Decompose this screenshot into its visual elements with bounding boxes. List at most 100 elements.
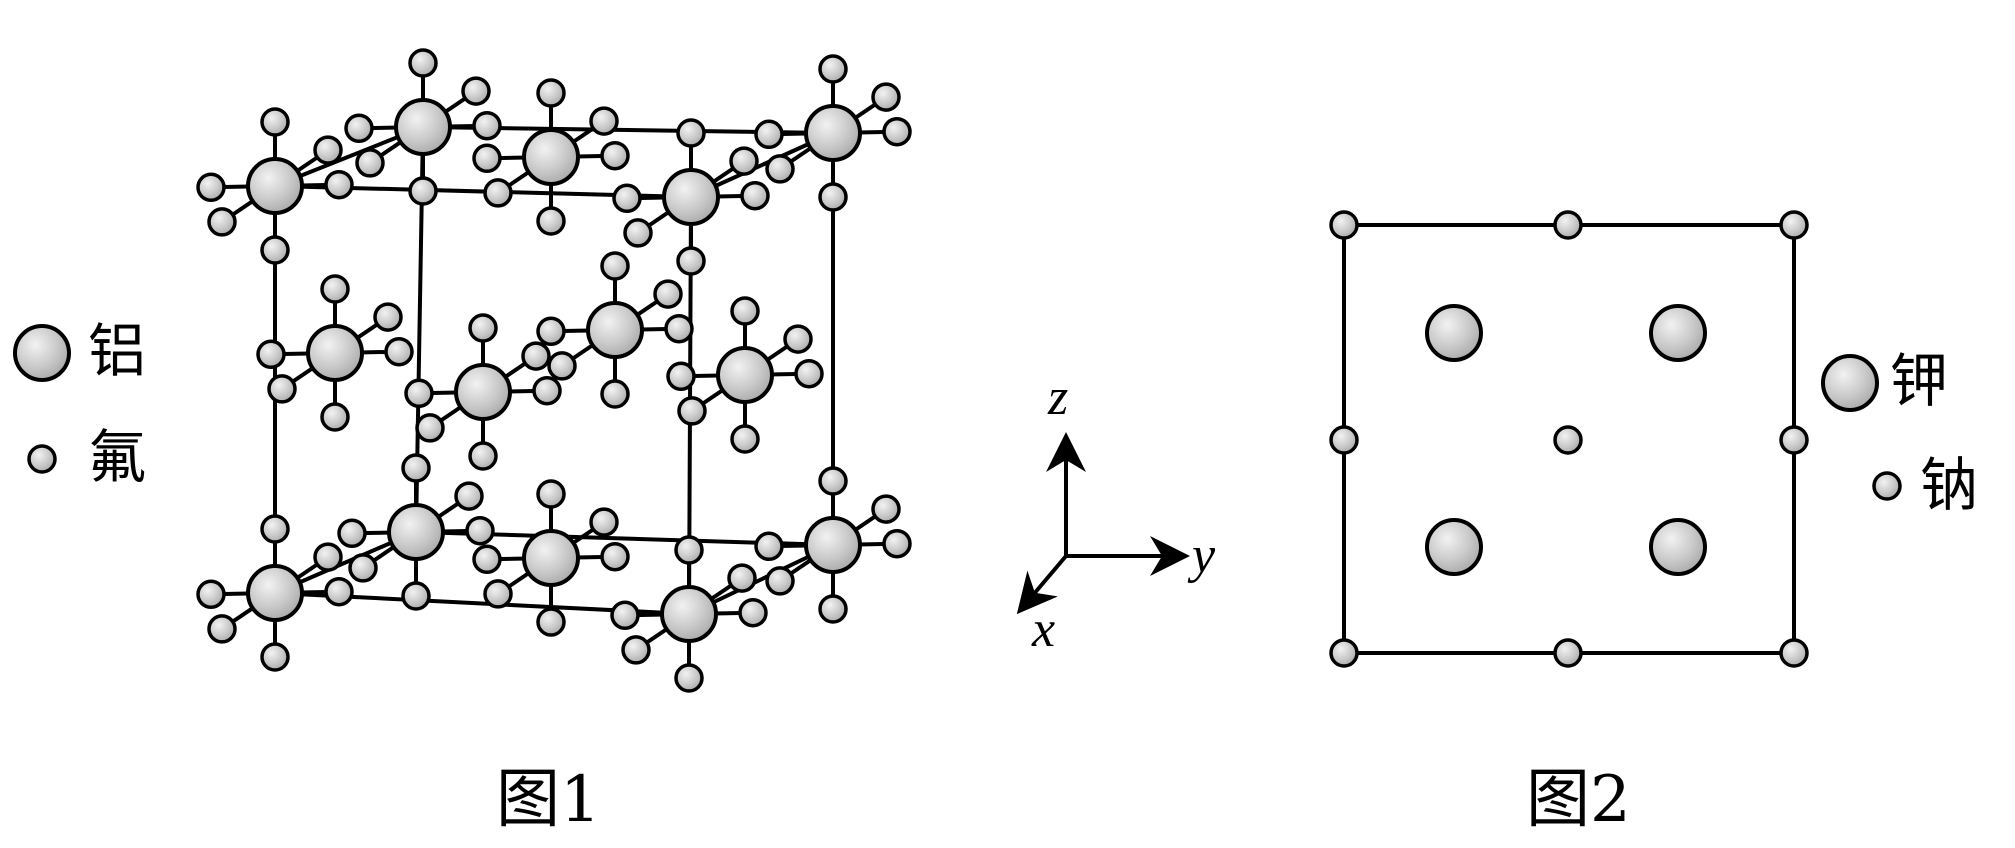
fluorine-atom — [882, 528, 912, 559]
fluorine-atom — [454, 481, 484, 511]
fluorine-atom — [401, 581, 431, 611]
sodium-atom — [1779, 210, 1809, 240]
fluorine-atom — [818, 466, 848, 496]
fluorine-atom — [521, 341, 551, 371]
fluorine-atom — [536, 316, 566, 347]
fluorine-atom — [589, 507, 619, 537]
fluorine-atom — [196, 172, 226, 203]
aluminum-atom — [716, 346, 774, 404]
fluorine-atom — [612, 183, 642, 214]
fluorine-atom — [740, 180, 770, 211]
fluorine-atom — [730, 424, 760, 454]
sodium-atom — [1553, 425, 1583, 455]
fluorine-atom — [483, 178, 513, 208]
sodium-atom — [1329, 210, 1359, 240]
potassium-atom — [1649, 304, 1707, 362]
fluorine-atom — [653, 279, 683, 309]
aluminum-atom — [246, 564, 304, 622]
fluorine-atom — [536, 479, 566, 509]
fluorine-atom — [871, 82, 901, 112]
fluorine-atom — [676, 246, 706, 276]
fluorine-atom — [320, 274, 350, 304]
fluorine-atom — [408, 48, 438, 78]
aluminum-atom — [586, 301, 644, 359]
y-axis-label: y — [1192, 527, 1216, 584]
fluorine-atom — [600, 251, 630, 281]
aluminum-atom — [387, 503, 445, 561]
fluorine-atom — [536, 78, 566, 108]
fluorine-atom — [664, 313, 694, 344]
legend1-small-atom — [27, 444, 57, 474]
sodium-atom — [1553, 638, 1583, 668]
fluorine-atom — [461, 76, 491, 106]
aluminum-atom — [660, 585, 718, 643]
aluminum-atom — [306, 324, 364, 382]
fluorine-atom — [727, 563, 757, 593]
fluorine-atom — [260, 107, 290, 137]
fluorine-atom — [765, 566, 795, 596]
fluorine-atom — [260, 642, 290, 672]
fluorine-atom — [547, 351, 577, 381]
aluminum-atom — [246, 157, 304, 215]
fluorine-atom — [256, 339, 286, 370]
figure1-caption: 图1 — [496, 763, 601, 837]
fluorine-atom — [468, 313, 498, 343]
fluorine-atom — [472, 544, 502, 575]
fluorine-atom — [818, 182, 848, 212]
fluorine-atom — [818, 54, 848, 84]
figure2-caption: 图2 — [1526, 763, 1631, 837]
aluminum-atom — [394, 98, 452, 156]
fluorine-atom — [730, 296, 760, 326]
fluorine-atom — [401, 453, 431, 483]
fluorine-atom — [738, 597, 768, 628]
fluorine-atom — [600, 140, 630, 171]
axes-indicator — [1016, 432, 1190, 615]
fluorine-atom — [415, 413, 445, 443]
fluorine-atom — [600, 379, 630, 409]
fluorine-atom — [794, 358, 824, 389]
fluorine-atom — [677, 396, 707, 426]
sodium-atom — [1553, 210, 1583, 240]
figure1-atoms — [196, 48, 912, 693]
z-axis-label: z — [1048, 369, 1069, 426]
fluorine-atom — [536, 607, 566, 637]
fluorine-atom — [621, 635, 651, 665]
fluorine-atom — [765, 154, 795, 184]
x-axis-label: x — [1032, 601, 1056, 658]
sodium-atom — [1779, 425, 1809, 455]
fluorine-atom — [344, 113, 374, 144]
fluorine-atom — [674, 663, 704, 693]
aluminum-atom — [662, 168, 720, 226]
fluorine-atom — [313, 135, 343, 165]
fluorine-atom — [196, 579, 226, 610]
potassium-atom — [1425, 304, 1483, 362]
fluorine-atom — [384, 336, 414, 367]
fluorine-atom — [320, 402, 350, 432]
aluminum-atom — [522, 529, 580, 587]
fluorine-atom — [623, 218, 653, 248]
sodium-atom — [1329, 638, 1359, 668]
fluorine-atom — [754, 119, 784, 150]
fluorine-atom — [373, 302, 403, 332]
fluorine-atom — [532, 375, 562, 406]
fluorine-atom — [313, 542, 343, 572]
fluorine-atom — [355, 148, 385, 178]
sodium-atom — [1329, 425, 1359, 455]
fluorine-atom — [783, 324, 813, 354]
legend1-small-label: 氟 — [88, 423, 147, 491]
figure2-projection — [1329, 210, 1809, 668]
fluorine-atom — [207, 614, 237, 644]
legend2-large-atom — [1821, 354, 1879, 412]
fluorine-atom — [324, 576, 354, 607]
fluorine-atom — [465, 515, 495, 546]
potassium-atom — [1425, 518, 1483, 576]
fluorine-atom — [674, 535, 704, 565]
aluminum-atom — [454, 363, 512, 421]
legend2-small-atom — [1872, 471, 1902, 501]
fluorine-atom — [666, 361, 696, 392]
fluorine-atom — [207, 207, 237, 237]
fluorine-atom — [260, 514, 290, 544]
legend1-large-label: 铝 — [88, 317, 147, 385]
